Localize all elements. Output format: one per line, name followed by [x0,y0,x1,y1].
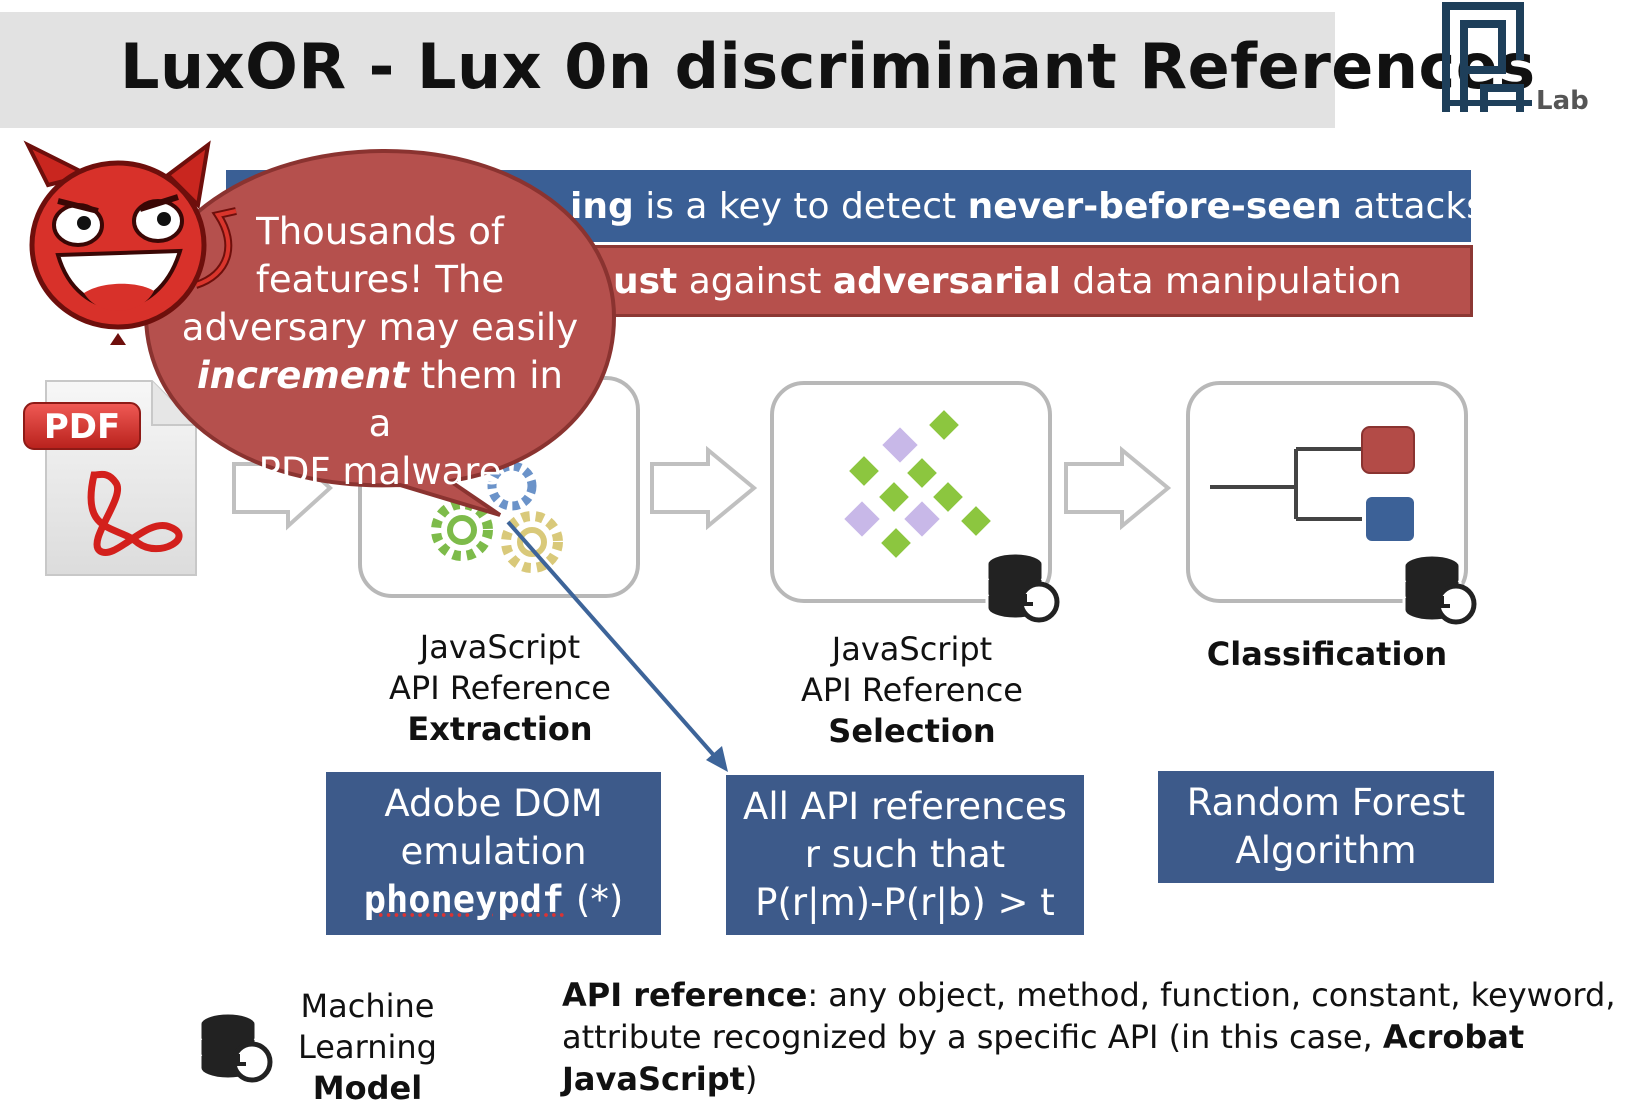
ml-model-icon-classification [1402,553,1477,625]
bubble-emphasis: increment [196,354,409,397]
lab-logo: Lab [1440,0,1600,118]
extraction-note-line1: Adobe DOM [384,782,603,825]
ml-model-legend-icon [198,1011,273,1083]
ml-model-legend-label: Machine Learning Model [280,986,455,1109]
decision-tree-icon [1210,426,1415,541]
extraction-label-line1: JavaScript [419,628,581,666]
definition-text3: ) [744,1060,758,1098]
pdf-badge-label: PDF [44,407,120,447]
bubble-line2: features! The [255,258,505,301]
api-reference-definition: API reference: any object, method, funct… [562,974,1622,1100]
extraction-step-label: JavaScript API Reference Extraction [360,627,640,750]
ml-model-icon-selection [985,551,1060,623]
logo-lab-text: Lab [1536,86,1589,116]
selection-step-label: JavaScript API Reference Selection [772,629,1052,752]
selection-note-line2: r such that [804,833,1006,876]
definition-term2: Acrobat [1382,1018,1525,1056]
banner-red-text2: data manipulation [1060,260,1402,302]
arrow-extraction-to-selection [650,445,758,531]
pdf-file-icon: PDF [23,380,197,576]
tree-leaf-red [1361,426,1415,474]
extraction-note-footnote: (*) [564,878,624,921]
banner-blue-text1: is a key to detect [633,185,968,227]
bubble-line4: them in a [368,354,563,445]
classification-step-label: Classification [1206,635,1448,673]
definition-text2: attribute recognized by a specific API (… [562,1018,1383,1056]
banner-blue-bold2: never-before-seen [967,185,1342,227]
feature-diamonds-icon [840,405,996,563]
arrow-selection-to-classification [1064,445,1172,531]
definition-term3: JavaScript [562,1060,745,1098]
speech-bubble-text: Thousands of features! The adversary may… [180,208,580,496]
selection-label-line1: JavaScript [831,630,993,668]
legend-line3: Model [312,1069,423,1107]
banner-blue: ing is a key to detect never-before-seen… [226,170,1471,242]
lab-logo-mark [1442,2,1532,112]
banner-red-bold2: adversarial [832,260,1061,302]
devil-face-icon [23,140,237,345]
definition-term: API reference [562,976,808,1014]
selection-label-line3: Selection [828,712,996,750]
slide-title: LuxOR - Lux 0n discriminant References [120,30,1536,103]
bubble-line3: adversary may easily [181,306,579,349]
classification-note-line1: Random Forest [1186,781,1466,824]
selection-note-formula: P(r|m)-P(r|b) > t [755,881,1055,924]
extraction-label-line3: Extraction [407,710,593,748]
banner-red-text1: against [677,260,833,302]
legend-line1: Machine [300,987,435,1025]
banner-red-bold1: ust [613,260,678,302]
phoneypdf-code: phoneypdf [363,878,565,921]
banner-blue-text2: attacks [1341,185,1471,227]
banner-blue-bold1: ing [570,185,634,227]
bubble-line5: PDF malware [258,450,502,493]
extraction-note-line2: emulation [400,830,587,873]
extraction-label-line2: API Reference [389,669,611,707]
title-bar [0,12,1335,128]
definition-text1: : any object, method, function, constant… [807,976,1616,1014]
tree-leaf-blue [1366,497,1414,541]
legend-line2: Learning [298,1028,437,1066]
acrobat-symbol-icon [87,470,183,556]
classification-note: Random Forest Algorithm [1158,771,1494,883]
extraction-note: Adobe DOM emulation phoneypdf (*) [326,772,661,935]
selection-note-line1: All API references [743,785,1067,828]
bubble-line1: Thousands of [256,210,504,253]
classification-note-line2: Algorithm [1235,829,1417,872]
selection-note: All API references r such that P(r|m)-P(… [726,775,1084,935]
selection-label-line2: API Reference [801,671,1023,709]
